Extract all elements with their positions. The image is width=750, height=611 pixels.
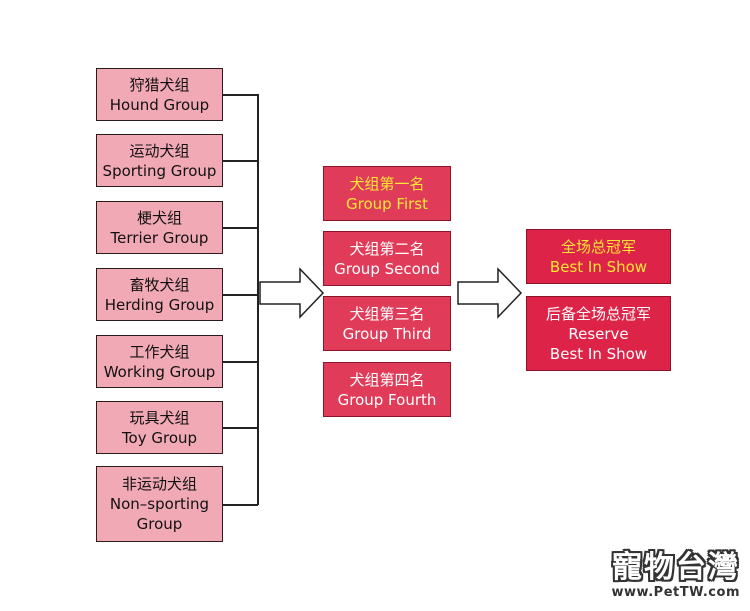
connector-line [223,160,258,162]
award-label-en: Best In Show [549,257,648,276]
group-label-zh: 畜牧犬组 [129,275,190,294]
ranking-label-en: Group Fourth [337,390,437,409]
group-box-herding: 畜牧犬组 Herding Group [96,268,223,321]
group-label-en-line2: Group [136,515,183,533]
group-box-non-sporting: 非运动犬组 Non–sporting Group [96,466,223,542]
watermark-logo-text: 寵物台灣 [612,550,740,585]
ranking-label-zh: 犬组第一名 [349,174,425,193]
group-box-working: 工作犬组 Working Group [96,335,223,388]
ranking-box-fourth: 犬组第四名 Group Fourth [323,362,451,417]
award-box-best-in-show: 全场总冠军 Best In Show [526,229,671,284]
connector-line [223,427,258,429]
award-label-zh: 全场总冠军 [560,237,636,256]
group-label-zh: 玩具犬组 [129,408,190,427]
connector-line [223,94,258,96]
group-label-en: Toy Group [121,428,198,447]
ranking-label-en: Group First [345,194,428,213]
group-box-sporting: 运动犬组 Sporting Group [96,134,223,187]
bracket-vertical-line [257,94,259,505]
connector-line [223,504,258,506]
group-label-en: Hound Group [109,95,210,114]
watermark: 寵物台灣 www.PetTW.com [612,551,740,601]
group-label-en: Terrier Group [110,228,209,247]
group-label-en: Herding Group [104,295,215,314]
ranking-label-en: Group Third [342,324,432,343]
group-label-zh: 运动犬组 [129,141,190,160]
group-label-en: Non–sporting [109,495,210,513]
ranking-box-first: 犬组第一名 Group First [323,166,451,221]
ranking-label-en: Group Second [334,259,440,278]
right-arrow-icon [259,267,325,319]
group-box-toy: 玩具犬组 Toy Group [96,401,223,454]
connector-line [223,294,258,296]
connector-line [223,227,258,229]
group-label-zh: 工作犬组 [129,342,190,361]
group-box-hound: 狩猎犬组 Hound Group [96,68,223,121]
award-label-en: Reserve [568,324,629,343]
watermark-url: www.PetTW.com [611,585,740,600]
group-label-zh: 狩猎犬组 [129,75,190,94]
award-label-zh: 后备全场总冠军 [545,304,651,323]
group-label-zh: 非运动犬组 [121,475,197,493]
group-label-zh: 梗犬组 [136,208,182,227]
ranking-label-zh: 犬组第四名 [349,370,425,389]
group-box-terrier: 梗犬组 Terrier Group [96,201,223,254]
ranking-box-third: 犬组第三名 Group Third [323,296,451,351]
award-label-en-line2: Best In Show [549,344,648,363]
award-box-reserve-best-in-show: 后备全场总冠军 Reserve Best In Show [526,296,671,371]
ranking-label-zh: 犬组第三名 [349,304,425,323]
right-arrow-icon [457,267,523,319]
ranking-box-second: 犬组第二名 Group Second [323,231,451,286]
group-label-en: Sporting Group [102,161,217,180]
connector-line [223,361,258,363]
ranking-label-zh: 犬组第二名 [349,239,425,258]
group-label-en: Working Group [103,362,216,381]
